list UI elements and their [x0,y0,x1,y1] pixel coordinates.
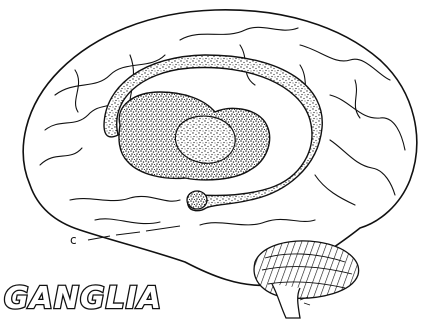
amygdala [187,191,207,209]
cerebellum [254,241,358,298]
brain-stem [272,284,300,318]
diagram-title: GANGLIA [4,281,162,316]
callout-label: c [70,233,77,247]
